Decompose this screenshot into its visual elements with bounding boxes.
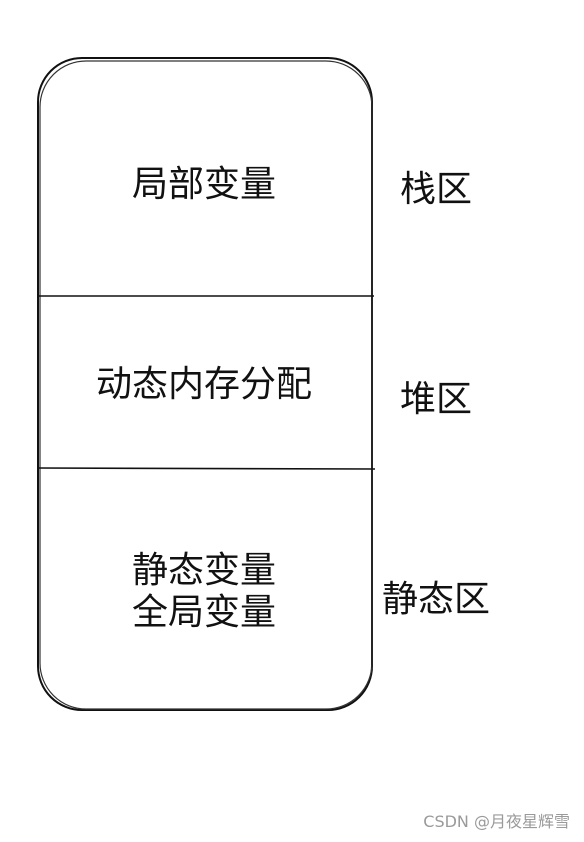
divider-heap-static: [37, 467, 376, 470]
static-region-line-1: 静态变量: [131, 550, 276, 591]
heap-area-label: 堆区: [400, 379, 473, 420]
stack-region-line: 局部变量: [131, 164, 276, 205]
watermark: CSDN @月夜星辉雪: [423, 812, 570, 831]
stack-region-text: 局部变量: [36, 164, 372, 206]
memory-block-border-sketch: [39, 60, 373, 710]
static-region-line-2: 全局变量: [131, 592, 276, 634]
static-region-text: 静态变量 全局变量: [36, 550, 372, 635]
heap-region-line: 动态内存分配: [95, 364, 312, 405]
heap-region-text: 动态内存分配: [36, 364, 372, 406]
stack-area-label: 栈区: [400, 169, 473, 210]
static-area-label: 静态区: [382, 579, 491, 620]
